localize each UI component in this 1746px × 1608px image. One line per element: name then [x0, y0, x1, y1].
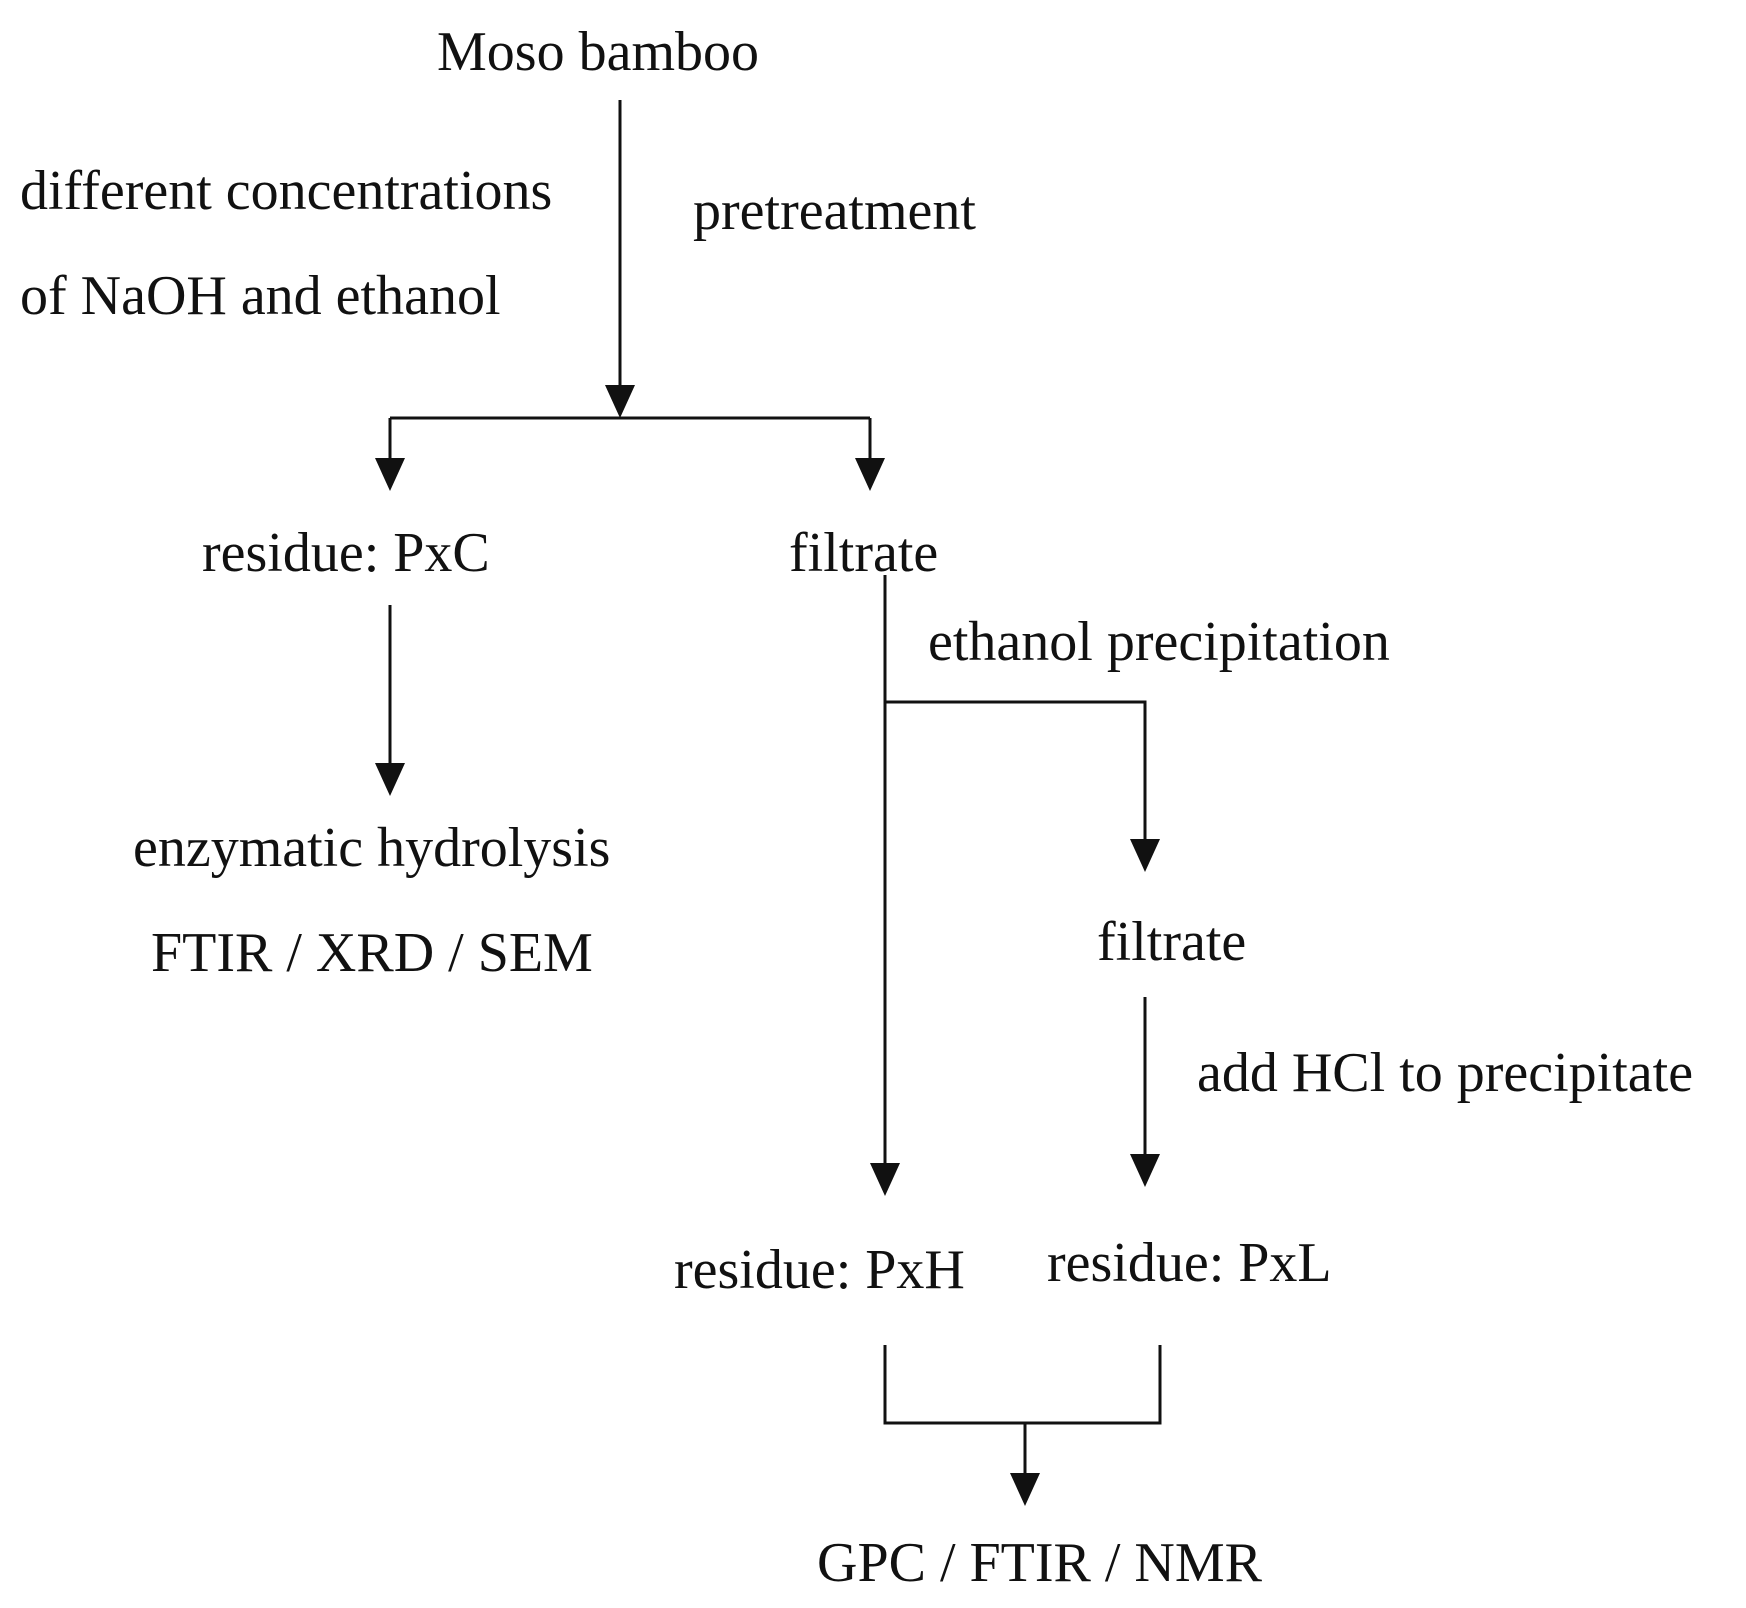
label-ethanol-precipitation: ethanol precipitation — [928, 611, 1390, 673]
label-pretreatment: pretreatment — [693, 180, 976, 242]
node-analysis-hl: GPC / FTIR / NMR — [817, 1532, 1262, 1594]
node-analysis-pxc: FTIR / XRD / SEM — [151, 922, 593, 984]
node-enzymatic-hydrolysis: enzymatic hydrolysis — [133, 817, 611, 879]
arrowhead-residue-h — [870, 1163, 900, 1196]
arrowhead-residue-l — [1130, 1154, 1160, 1187]
arrowhead-filtrate-1 — [855, 458, 885, 491]
label-conditions-line1: different concentrations — [20, 160, 553, 222]
branch-ethanol-precipitation — [885, 700, 1147, 843]
arrowheads — [375, 385, 1160, 1506]
connector-paths — [388, 100, 1162, 1477]
node-filtrate-1: filtrate — [789, 522, 939, 584]
node-residue-pxh: residue: PxH — [674, 1239, 965, 1301]
arrowhead-enzymatic — [375, 763, 405, 796]
node-residue-pxl: residue: PxL — [1047, 1232, 1332, 1294]
merge-bracket — [883, 1345, 1162, 1425]
node-filtrate-2: filtrate — [1097, 911, 1247, 973]
node-moso-bamboo: Moso bamboo — [437, 21, 759, 83]
arrowhead-filtrate-2 — [1130, 839, 1160, 872]
label-add-hcl: add HCl to precipitate — [1197, 1042, 1694, 1104]
arrowhead-analysis — [1010, 1473, 1040, 1506]
label-conditions-line2: of NaOH and ethanol — [20, 265, 501, 327]
node-residue-pxc: residue: PxC — [202, 522, 490, 584]
arrowhead-bamboo — [605, 385, 635, 418]
arrowhead-residue-c — [375, 458, 405, 491]
